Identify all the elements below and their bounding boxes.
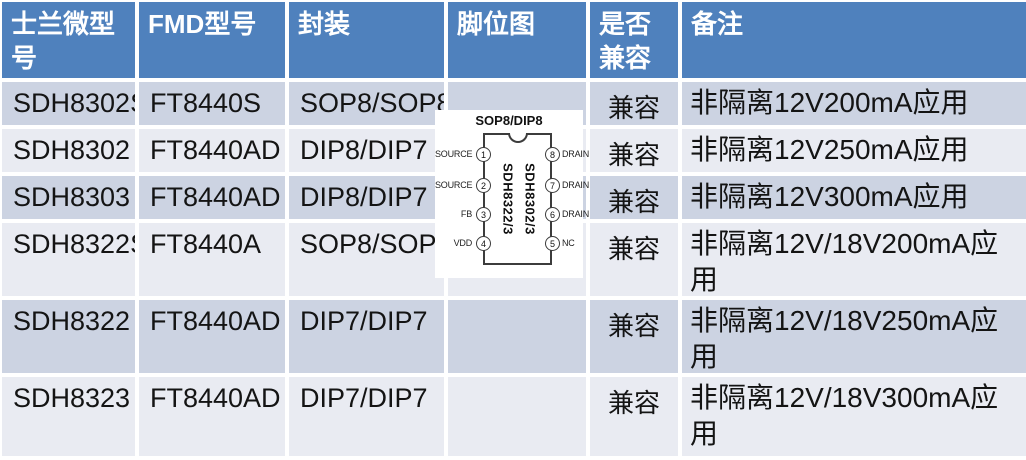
table-row: SDH8302S FT8440S SOP8/SOP8 兼容 非隔离12V200m… <box>2 82 1026 125</box>
cell-compatible: 兼容 <box>590 129 678 172</box>
table-row: SDH8322 FT8440AD DIP7/DIP7 兼容 非隔离12V/18V… <box>2 300 1026 373</box>
cell-fmd-model: FT8440AD <box>139 300 285 373</box>
cell-package: DIP8/DIP7 <box>289 176 444 219</box>
chip-label-right: SDH8302/3 <box>522 163 538 235</box>
cell-silan-model: SDH8322 <box>2 300 135 373</box>
pin-circle-2: 2 <box>476 178 491 193</box>
chip-notch-icon <box>507 133 528 143</box>
cell-package: DIP7/DIP7 <box>289 377 444 456</box>
pin-circle-8: 8 <box>545 147 560 162</box>
table-header-row: 士兰微型号 FMD型号 封装 脚位图 是否兼容 备注 <box>2 2 1026 78</box>
cell-remark: 非隔离12V/18V300mA应用 <box>682 377 1026 456</box>
cell-compatible: 兼容 <box>590 176 678 219</box>
pin-label-nc: NC <box>562 238 575 248</box>
pin-circle-3: 3 <box>476 207 491 222</box>
cell-fmd-model: FT8440A <box>139 223 285 296</box>
cell-compatible: 兼容 <box>590 82 678 125</box>
cell-package: DIP7/DIP7 <box>289 300 444 373</box>
pin-label-source-2: SOURCE <box>435 180 473 190</box>
header-compatible: 是否兼容 <box>590 2 678 78</box>
cell-fmd-model: FT8440S <box>139 82 285 125</box>
pin-label-source-1: SOURCE <box>435 149 473 159</box>
pin-diagram: SOP8/DIP8 SDH8322/3 SDH8302/3 SOURCE SOU… <box>435 110 589 278</box>
cell-compatible: 兼容 <box>590 377 678 456</box>
table-row: SDH8323 FT8440AD DIP7/DIP7 兼容 非隔离12V/18V… <box>2 377 1026 456</box>
cell-package: SOP8/SOP8 <box>289 82 444 125</box>
header-package: 封装 <box>289 2 444 78</box>
cell-pin-map <box>448 300 586 373</box>
pin-label-drain-7: DRAIN <box>562 180 590 190</box>
cell-package: DIP8/DIP7 <box>289 129 444 172</box>
cell-compatible: 兼容 <box>590 223 678 296</box>
cell-remark: 非隔离12V200mA应用 <box>682 82 1026 125</box>
cell-remark: 非隔离12V300mA应用 <box>682 176 1026 219</box>
cell-silan-model: SDH8302 <box>2 129 135 172</box>
header-silan-model: 士兰微型号 <box>2 2 135 78</box>
cell-silan-model: SDH8323 <box>2 377 135 456</box>
cell-package: SOP8/SOP8 <box>289 223 444 296</box>
cell-fmd-model: FT8440AD <box>139 176 285 219</box>
pin-circle-5: 5 <box>545 236 560 251</box>
pin-diagram-title: SOP8/DIP8 <box>475 113 543 128</box>
cell-remark: 非隔离12V/18V200mA应用 <box>682 223 1026 296</box>
cell-silan-model: SDH8303 <box>2 176 135 219</box>
header-remark: 备注 <box>682 2 1026 78</box>
pin-circle-7: 7 <box>545 178 560 193</box>
cell-fmd-model: FT8440AD <box>139 377 285 456</box>
cell-remark: 非隔离12V/18V250mA应用 <box>682 300 1026 373</box>
cell-pin-map <box>448 377 586 456</box>
header-pin-map: 脚位图 <box>448 2 586 78</box>
table-row: SDH8303 FT8440AD DIP8/DIP7 兼容 非隔离12V300m… <box>2 176 1026 219</box>
cell-silan-model: SDH8322S <box>2 223 135 296</box>
pin-label-drain-8: DRAIN <box>562 149 590 159</box>
pin-circle-4: 4 <box>476 236 491 251</box>
cell-compatible: 兼容 <box>590 300 678 373</box>
pin-label-drain-6: DRAIN <box>562 209 590 219</box>
pin-circle-1: 1 <box>476 147 491 162</box>
cell-silan-model: SDH8302S <box>2 82 135 125</box>
cell-remark: 非隔离12V250mA应用 <box>682 129 1026 172</box>
pin-label-vdd: VDD <box>453 238 473 248</box>
chip-outline <box>483 133 552 265</box>
header-fmd-model: FMD型号 <box>139 2 285 78</box>
chip-label-left: SDH8322/3 <box>500 163 516 235</box>
pin-circle-6: 6 <box>545 207 560 222</box>
pin-label-fb: FB <box>460 209 472 219</box>
cell-fmd-model: FT8440AD <box>139 129 285 172</box>
